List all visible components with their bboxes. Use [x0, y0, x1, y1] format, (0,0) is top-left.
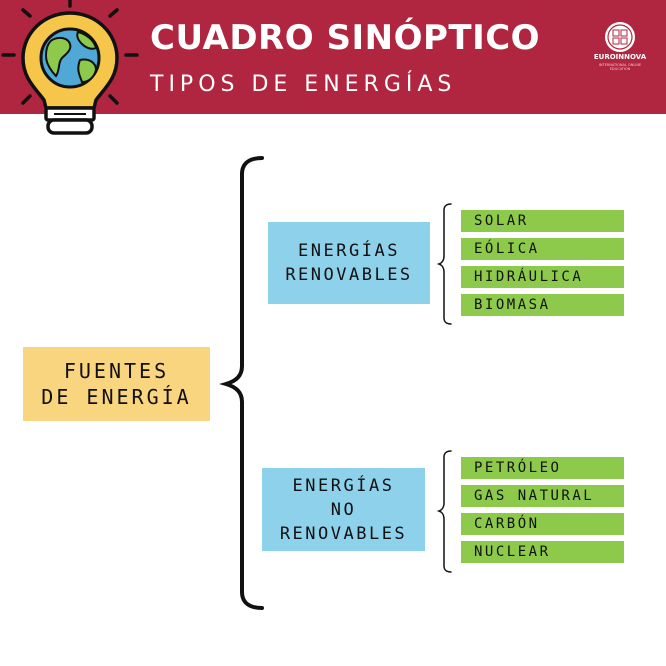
page-title: CUADRO SINÓPTICO: [150, 18, 541, 58]
renewables-line2: RENOVABLES: [285, 265, 413, 285]
renewables-line1: ENERGÍAS: [298, 241, 400, 261]
non-renewables-brace: [436, 450, 452, 573]
non-renewables-line3: RENOVABLES: [279, 523, 408, 544]
leaf-solar: SOLAR: [461, 210, 624, 232]
renewables-category-box: ENERGÍAS RENOVABLES: [268, 222, 430, 304]
leaf-biomasa: BIOMASA: [461, 294, 624, 316]
logo-tagline: INTERNATIONAL ONLINE EDUCATION: [598, 63, 642, 71]
leaf-nuclear: NUCLEAR: [461, 541, 624, 563]
lightbulb-globe-icon: [1, 0, 139, 135]
leaf-eolica: EÓLICA: [461, 238, 624, 260]
euroinnova-logo-icon: [605, 22, 635, 52]
root-node-box: FUENTES DE ENERGÍA: [23, 347, 210, 421]
renewables-brace: [436, 203, 452, 325]
non-renewables-line2: NO: [330, 499, 357, 520]
root-node-line1: FUENTES: [63, 359, 170, 383]
leaf-carbon: CARBÓN: [461, 513, 624, 535]
main-brace: [219, 156, 264, 610]
page-subtitle: TIPOS DE ENERGÍAS: [150, 72, 457, 97]
non-renewables-line1: ENERGÍAS: [292, 475, 395, 496]
logo-wordmark: EUROINNOVA: [593, 53, 647, 61]
non-renewables-category-box: ENERGÍAS NO RENOVABLES: [262, 468, 425, 551]
leaf-hidraulica: HIDRÁULICA: [461, 266, 624, 288]
leaf-petroleo: PETRÓLEO: [461, 457, 624, 479]
root-node-line2: DE ENERGÍA: [41, 385, 192, 409]
leaf-gas-natural: GAS NATURAL: [461, 485, 624, 507]
